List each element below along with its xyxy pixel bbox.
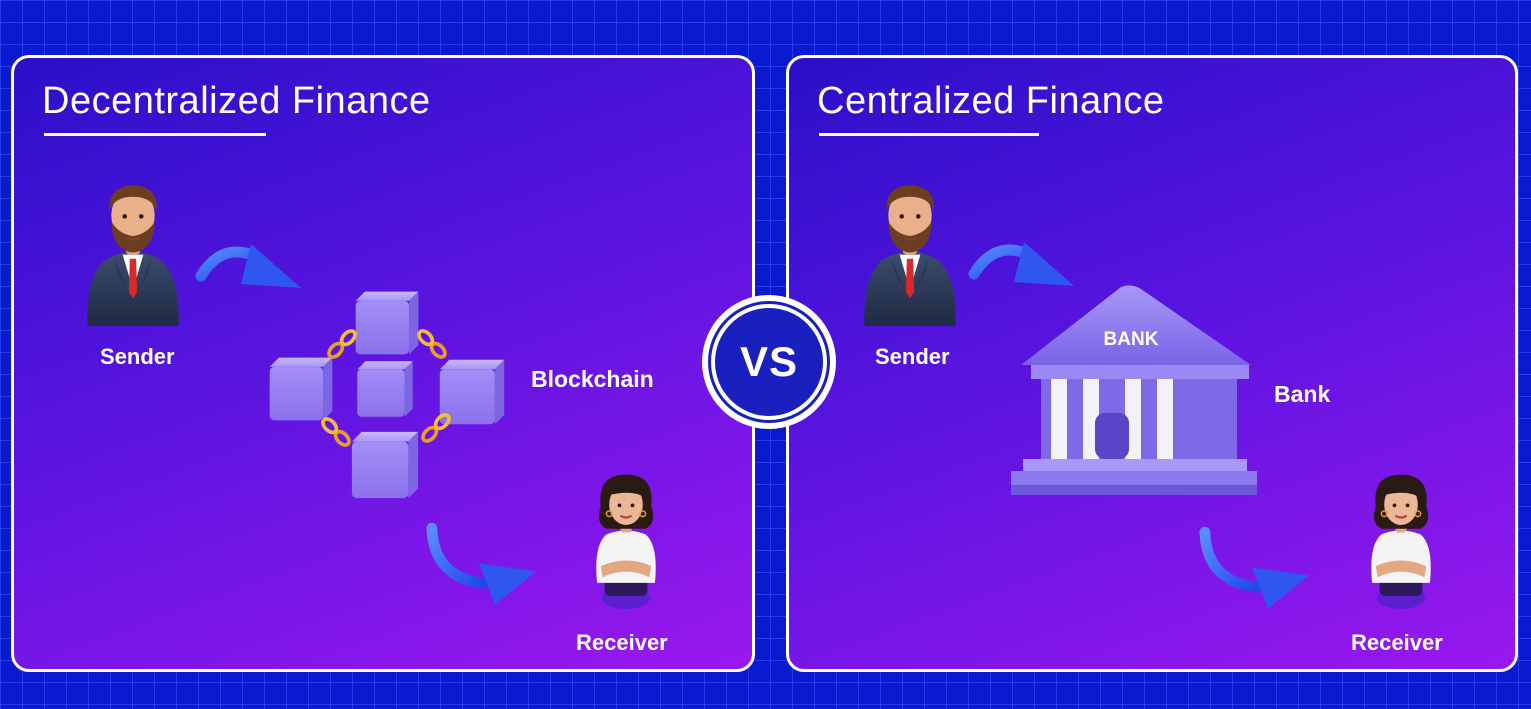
curved-arrow-icon <box>1197 526 1315 610</box>
sender-icon <box>857 176 963 326</box>
receiver-icon <box>1359 464 1443 614</box>
panel-title: Decentralized Finance <box>42 80 431 123</box>
curved-arrow-icon <box>424 522 542 606</box>
vs-badge: VS <box>702 295 836 429</box>
sender-icon <box>80 176 186 326</box>
title-underline <box>819 133 1039 136</box>
sender-label: Sender <box>100 344 175 370</box>
bank-sign-text: BANK <box>1081 329 1181 351</box>
decentralized-finance-panel: Decentralized Finance Sender Blockchain … <box>11 55 755 672</box>
sender-label: Sender <box>875 344 950 370</box>
receiver-label: Receiver <box>1351 630 1443 656</box>
blockchain-icon <box>264 286 512 506</box>
title-underline <box>44 133 266 136</box>
receiver-label: Receiver <box>576 630 668 656</box>
centralized-finance-panel: Centralized Finance Sender BANK Bank Rec… <box>786 55 1518 672</box>
bank-label: Bank <box>1274 381 1330 408</box>
panel-title: Centralized Finance <box>817 80 1164 123</box>
bank-building-icon: BANK <box>1011 283 1257 498</box>
receiver-icon <box>584 464 668 614</box>
vs-label: VS <box>711 304 827 420</box>
blockchain-label: Blockchain <box>531 366 654 393</box>
